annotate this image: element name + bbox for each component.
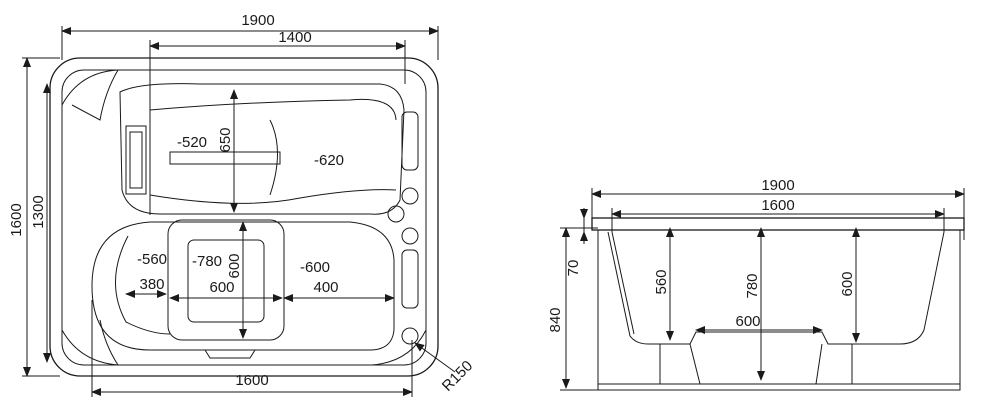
label-380: 380 (139, 276, 164, 293)
label-depth-520: -520 (177, 134, 207, 151)
label-400: 400 (313, 279, 338, 296)
control-knob-1 (401, 187, 419, 205)
neck-recess (169, 151, 281, 165)
label-600-side: 600 (839, 271, 856, 296)
lower-seat-outline (91, 221, 395, 351)
control-knob-3 (401, 227, 419, 245)
label-depth-620: -620 (314, 152, 344, 169)
label-840: 840 (547, 307, 564, 332)
label-780: 780 (744, 273, 761, 298)
top-view: 1900 1400 1600 1300 1600 R150 650 600 38… (8, 12, 476, 397)
rim-outline (61, 69, 427, 366)
drain-notch (204, 349, 256, 359)
label-side-1900: 1900 (761, 177, 794, 194)
footwell-inner (187, 239, 265, 323)
label-r150: R150 (439, 357, 476, 394)
side-rim (591, 217, 965, 231)
label-left-1600: 1600 (8, 203, 25, 236)
corner-contour-top-left (61, 69, 119, 121)
control-knob-4 (401, 327, 419, 345)
leader-r150 (414, 342, 456, 373)
control-knob-2 (387, 205, 405, 223)
label-600-vertical: 600 (226, 253, 243, 278)
headrest-block (125, 125, 147, 195)
side-shell-inner-line (611, 231, 635, 335)
label-bottom-1600: 1600 (235, 372, 268, 389)
label-depth-780: -780 (192, 253, 222, 270)
pillow-upper-right (401, 111, 419, 171)
pillow-lower-right (401, 249, 419, 309)
label-side-1600: 1600 (761, 197, 794, 214)
label-left-1300: 1300 (30, 195, 47, 228)
label-600-horizontal: 600 (209, 279, 234, 296)
label-depth-600: -600 (300, 259, 330, 276)
corner-contour-bottom-right (371, 329, 427, 366)
label-70: 70 (565, 260, 582, 277)
label-top-1400: 1400 (278, 29, 311, 46)
headrest-block-inner (129, 131, 143, 189)
upper-lounger-inner-contour (149, 98, 397, 204)
upper-lounger-outline (119, 83, 405, 215)
side-view: 1900 1600 840 70 560 780 600 600 (547, 177, 965, 391)
label-650: 650 (217, 127, 234, 152)
corner-contour-bottom-left (61, 319, 119, 366)
outer-shell-outline (49, 57, 439, 377)
label-560: 560 (653, 269, 670, 294)
side-support-frame (597, 229, 961, 391)
side-footwell (689, 343, 823, 385)
lower-seat-left-curve (115, 235, 171, 335)
label-footwell-600: 600 (735, 313, 760, 330)
upper-lounger-curve (269, 119, 278, 196)
footwell-outer (167, 219, 285, 341)
label-top-1900: 1900 (241, 12, 274, 29)
label-depth-560: -560 (137, 251, 167, 268)
